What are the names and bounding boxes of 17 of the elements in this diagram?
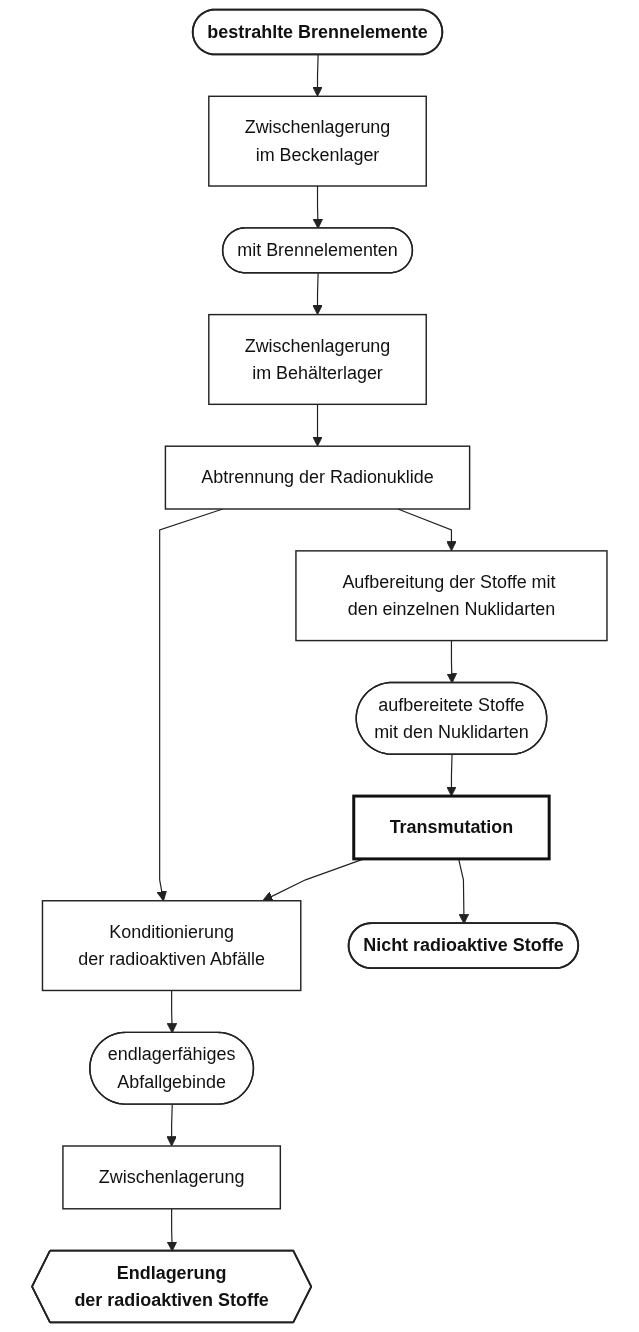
arrow bbox=[458, 858, 470, 925]
node-box: Zwischenlagerung bbox=[62, 1145, 282, 1210]
node-box: Transmutation bbox=[352, 794, 551, 861]
arrow bbox=[312, 272, 323, 316]
arrow bbox=[312, 185, 324, 229]
arrow bbox=[446, 640, 458, 684]
arrow bbox=[166, 1208, 178, 1252]
node-box: Konditionierung der radioaktiven Abfälle bbox=[41, 900, 302, 992]
arrow bbox=[312, 403, 323, 447]
node-box: Zwischenlagerung im Beckenlager bbox=[208, 95, 427, 187]
arrow bbox=[166, 989, 178, 1034]
node-box: Abtrennung der Radionuklide bbox=[164, 445, 471, 510]
arrow bbox=[312, 54, 323, 97]
node-box: Aufbereitung der Stoffe mit den einzelnen Nuklidarten bbox=[295, 550, 608, 642]
arrow bbox=[166, 1104, 177, 1147]
node-box: Zwischenlagerung im Behälterlager bbox=[208, 313, 427, 406]
arrow bbox=[446, 754, 457, 797]
